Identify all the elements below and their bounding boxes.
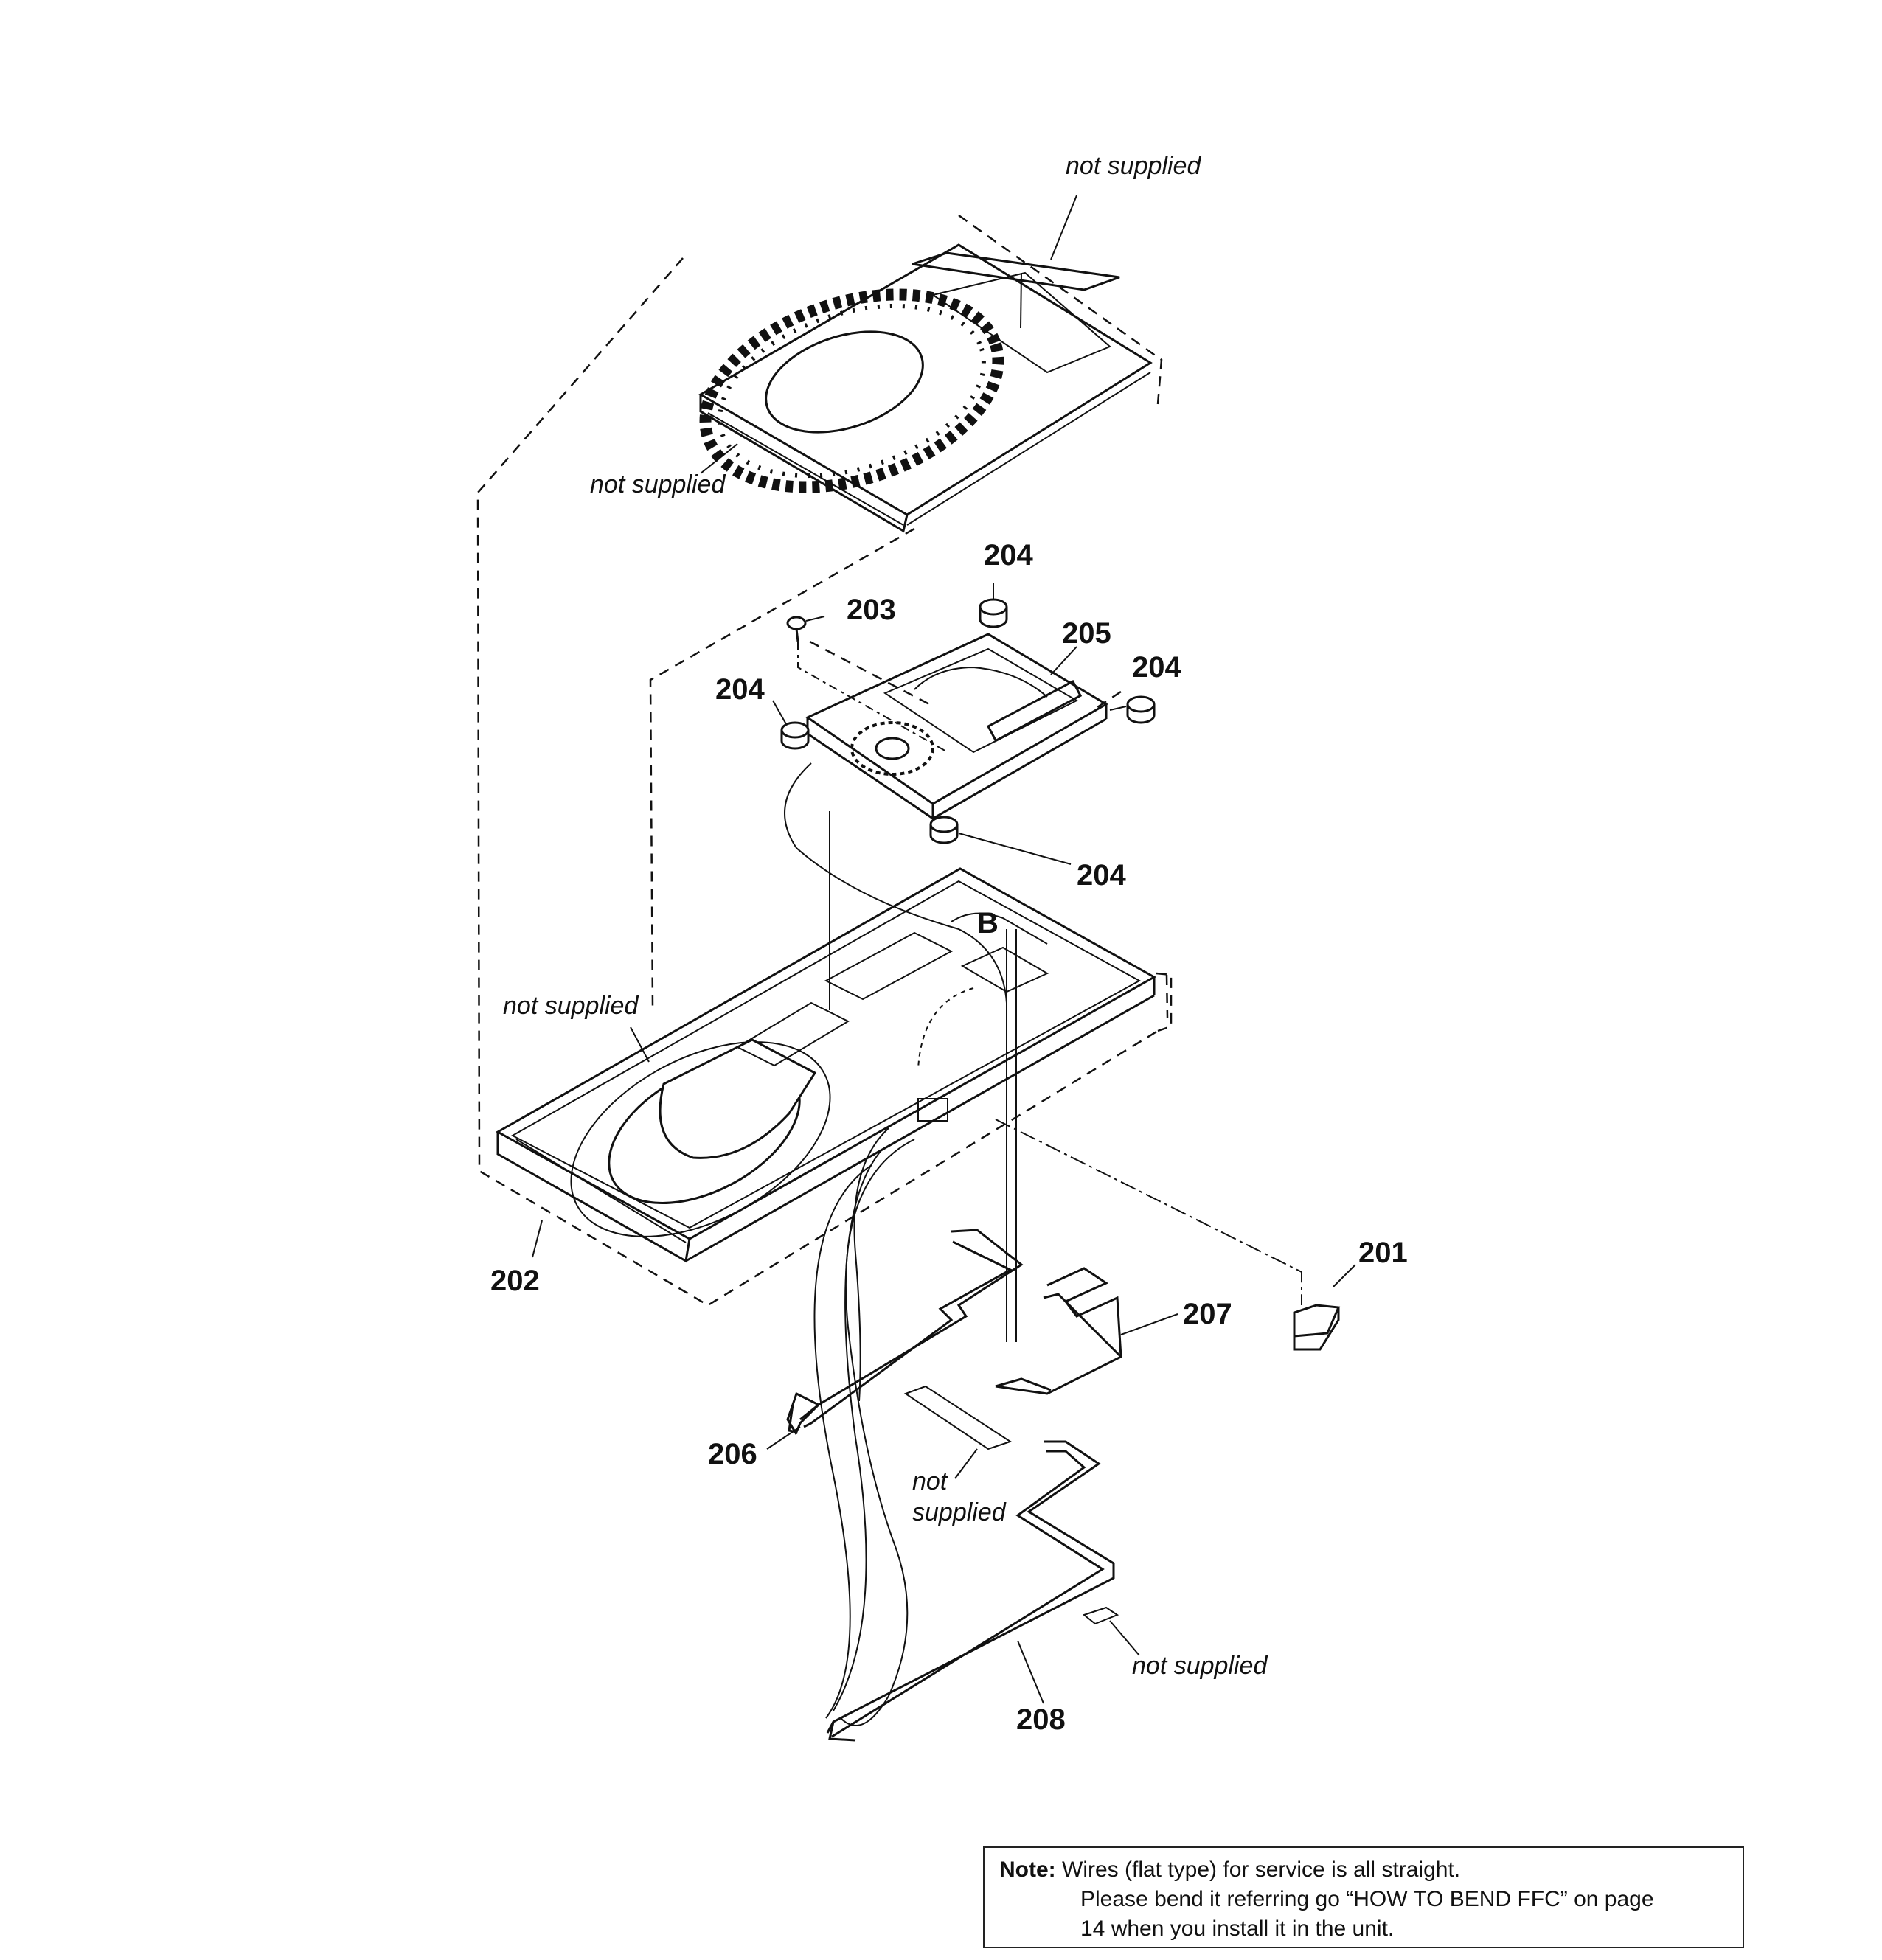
insulator-top: 204 xyxy=(979,539,1033,628)
traverse-mechanism xyxy=(805,633,1108,821)
flat-cable-207: 207 xyxy=(995,1267,1232,1395)
insulator-lower: 204 xyxy=(929,816,1126,892)
inner-dashed-envelope xyxy=(809,640,1173,1032)
label-not-supplied-tray-cover: not supplied xyxy=(590,470,726,498)
label-not-supplied-top: not supplied xyxy=(1066,152,1201,180)
part-204-top: 204 xyxy=(984,539,1033,571)
top-label-sheet: not supplied xyxy=(912,152,1201,329)
part-204-right: 204 xyxy=(1132,651,1181,684)
screw-203: 203 xyxy=(786,594,948,753)
note-heading: Note: xyxy=(999,1858,1056,1882)
marker-b: B xyxy=(977,907,999,939)
part-201-connector: 201 xyxy=(1293,1237,1408,1351)
label-not-supplied-mid-1: not xyxy=(912,1467,948,1495)
part-206: 206 xyxy=(708,1438,757,1470)
flat-cable-206: 206 xyxy=(708,1229,1024,1470)
insulator-left: 204 xyxy=(715,673,830,1010)
part-201: 201 xyxy=(1358,1237,1408,1269)
part-207: 207 xyxy=(1183,1298,1232,1330)
chassis-tray: B not supplied 202 xyxy=(490,867,1157,1297)
note-box: Note: Wires (flat type) for service is a… xyxy=(983,1846,1744,1948)
part-208: 208 xyxy=(1016,1703,1066,1736)
not-supplied-strip-bottom: not supplied xyxy=(1082,1606,1268,1680)
outer-dashed-envelope xyxy=(476,214,1169,1307)
insulators-204: 204 204 204 204 205 xyxy=(715,539,1181,1010)
part-204-lower: 204 xyxy=(1077,859,1126,892)
label-not-supplied-bottom: not supplied xyxy=(1132,1652,1268,1680)
part-202: 202 xyxy=(490,1265,540,1297)
insulator-right: 204 xyxy=(1109,651,1181,724)
tray-cover: not supplied xyxy=(590,243,1153,533)
cable-routing xyxy=(784,762,1302,1726)
part-205: 205 xyxy=(1062,617,1111,650)
flat-cable-208: 208 xyxy=(826,1440,1115,1742)
note-line-1: Wires (flat type) for service is all str… xyxy=(1062,1858,1461,1882)
label-not-supplied-chassis: not supplied xyxy=(503,992,639,1020)
note-line-2: Please bend it referring go “HOW TO BEND… xyxy=(1080,1887,1654,1911)
part-204-left: 204 xyxy=(715,673,765,706)
label-not-supplied-mid-2: supplied xyxy=(912,1498,1007,1526)
part-203: 203 xyxy=(847,594,896,626)
note-line-3: 14 when you install it in the unit. xyxy=(1080,1916,1395,1941)
not-supplied-strip-middle: not supplied xyxy=(903,1385,1013,1526)
